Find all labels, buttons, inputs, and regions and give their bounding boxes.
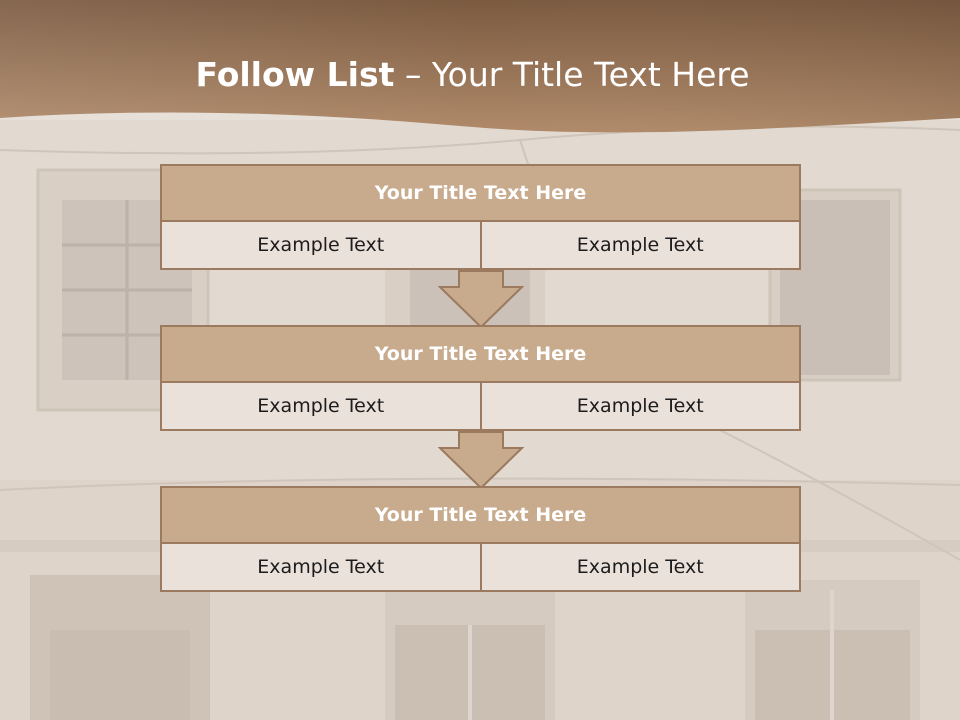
block-3-left-text: Example Text [162, 544, 480, 590]
list-block-3: Your Title Text Here Example Text Exampl… [160, 486, 801, 592]
block-1-right-text: Example Text [479, 222, 799, 268]
down-arrow-icon [438, 431, 524, 489]
header-wave-shape [0, 0, 960, 133]
block-2-right-text: Example Text [479, 383, 799, 429]
header-banner: Follow List – Your Title Text Here [0, 0, 960, 140]
block-3-title: Your Title Text Here [162, 488, 799, 544]
block-2-title: Your Title Text Here [162, 327, 799, 383]
list-block-1: Your Title Text Here Example Text Exampl… [160, 164, 801, 270]
block-1-title: Your Title Text Here [162, 166, 799, 222]
block-1-left-text: Example Text [162, 222, 480, 268]
block-2-left-text: Example Text [162, 383, 480, 429]
list-block-2: Your Title Text Here Example Text Exampl… [160, 325, 801, 431]
down-arrow-icon [438, 270, 524, 328]
slide-title-bold: Follow List [195, 55, 395, 94]
slide-title: Follow List – Your Title Text Here [0, 52, 945, 98]
slide-title-rest: – Your Title Text Here [394, 55, 750, 94]
block-3-right-text: Example Text [479, 544, 799, 590]
